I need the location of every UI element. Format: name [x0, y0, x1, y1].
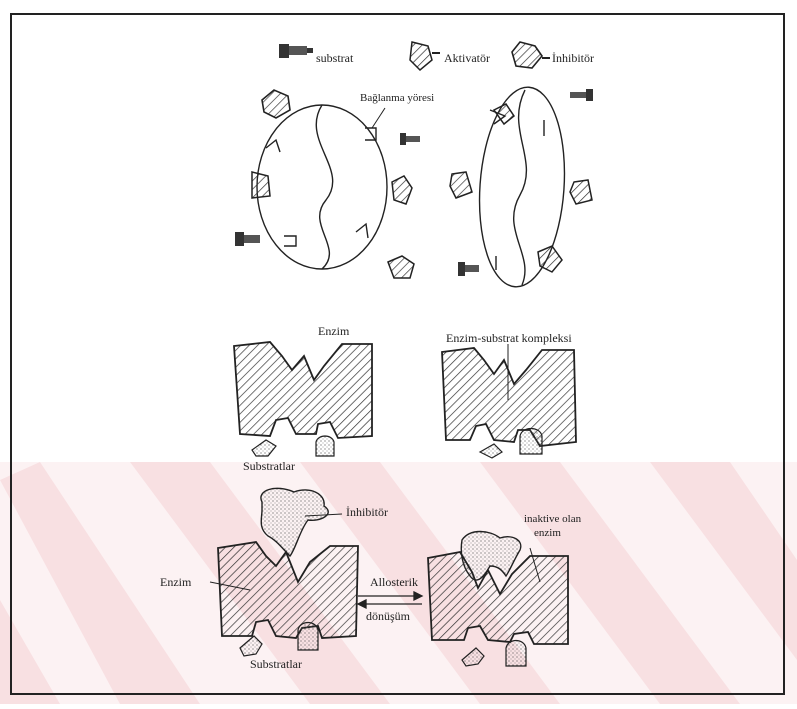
- inaktive-olan-label-line1: inaktive olan: [524, 514, 581, 525]
- inhibitor-shape-left-top: [262, 90, 290, 118]
- baglanma-pointer: [372, 108, 385, 128]
- enzim-substrat-kompleksi-label: Enzim-substrat kompleksi: [446, 332, 572, 344]
- enzim-bottom-label: Enzim: [160, 576, 191, 588]
- legend-inhibitor-icon: [512, 42, 550, 68]
- substrat-free-right-top: [570, 89, 593, 101]
- activator-bound-right: [392, 176, 412, 204]
- enzim-top-label: Enzim: [318, 325, 349, 337]
- substrat-blob-mid-4: [520, 429, 542, 455]
- substrat-free-right-bottom: [458, 262, 479, 276]
- substrat-free-left-bottom: [235, 232, 260, 246]
- substrat-blob-mid-1: [252, 440, 276, 456]
- legend-inhibitor-label: İnhibitör: [552, 52, 594, 64]
- legend-substrat-label: substrat: [316, 52, 353, 64]
- legend-aktivator-label: Aktivatör: [444, 52, 490, 64]
- activator-free-right-left: [450, 172, 472, 198]
- inaktive-olan-label-line2: enzim: [534, 528, 561, 539]
- legend-substrat-icon: [279, 44, 313, 58]
- substrat-blob-mid-3: [480, 444, 502, 458]
- substrat-blob-bottom-2: [298, 623, 318, 651]
- legend-aktivator-icon: [410, 42, 440, 70]
- substrat-blob-bottom-4: [506, 641, 526, 667]
- substratlar-top-label: Substratlar: [243, 460, 295, 472]
- activator-free-right-right: [570, 180, 592, 204]
- enzyme-block-bottom-left: [218, 542, 358, 638]
- enzyme-block-mid-left: [234, 342, 372, 438]
- allosterik-label: Allosterik: [370, 576, 418, 588]
- substrat-blob-mid-2: [316, 436, 334, 456]
- activator-bound-left: [252, 172, 270, 198]
- substratlar-bottom-label: Substratlar: [250, 658, 302, 670]
- donusum-label: dönüşüm: [366, 610, 410, 622]
- substrat-free-left-top: [400, 133, 420, 145]
- baglanma-yoresi-label: Bağlanma yöresi: [360, 93, 434, 104]
- inhibitor-bottom-label: İnhibitör: [346, 506, 388, 518]
- enzyme-circle-left: [257, 105, 387, 269]
- inhibitor-free-left-bottom: [388, 256, 414, 278]
- enzyme-substrate-complex: [442, 348, 576, 446]
